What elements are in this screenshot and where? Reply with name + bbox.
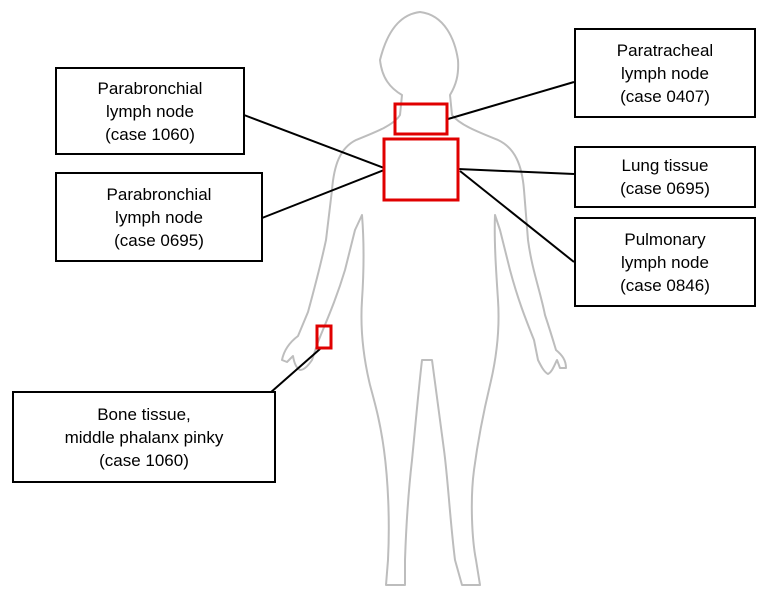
label-pulmonary-0846: Pulmonary lymph node (case 0846) bbox=[574, 217, 756, 307]
label-line: Lung tissue bbox=[622, 154, 709, 177]
connector-parabronchial-0695 bbox=[262, 170, 384, 218]
label-line: lymph node bbox=[115, 206, 203, 229]
label-line: Pulmonary bbox=[624, 228, 705, 251]
label-parabronchial-1060: Parabronchial lymph node (case 1060) bbox=[55, 67, 245, 155]
region-chest bbox=[384, 139, 458, 200]
label-line: Parabronchial bbox=[107, 183, 212, 206]
connector-parabronchial-1060 bbox=[244, 115, 384, 168]
label-line: Parabronchial bbox=[98, 77, 203, 100]
label-line: Paratracheal bbox=[617, 39, 713, 62]
label-line: (case 0695) bbox=[620, 177, 710, 200]
region-paratracheal bbox=[395, 104, 447, 134]
label-line: middle phalanx pinky bbox=[65, 426, 224, 449]
label-line: Bone tissue, bbox=[97, 403, 191, 426]
label-paratracheal-0407: Paratracheal lymph node (case 0407) bbox=[574, 28, 756, 118]
connector-lung-0695 bbox=[458, 169, 574, 174]
label-line: (case 0846) bbox=[620, 274, 710, 297]
label-line: (case 0695) bbox=[114, 229, 204, 252]
label-line: lymph node bbox=[621, 251, 709, 274]
label-line: (case 0407) bbox=[620, 85, 710, 108]
body-outline bbox=[282, 12, 566, 585]
connector-paratracheal-0407 bbox=[448, 82, 574, 119]
label-line: lymph node bbox=[621, 62, 709, 85]
label-lung-0695: Lung tissue (case 0695) bbox=[574, 146, 756, 208]
label-bone-1060: Bone tissue, middle phalanx pinky (case … bbox=[12, 391, 276, 483]
label-line: (case 1060) bbox=[99, 449, 189, 472]
label-line: lymph node bbox=[106, 100, 194, 123]
label-line: (case 1060) bbox=[105, 123, 195, 146]
connector-pulmonary-0846 bbox=[460, 171, 574, 262]
label-parabronchial-0695: Parabronchial lymph node (case 0695) bbox=[55, 172, 263, 262]
connector-bone-1060 bbox=[270, 349, 320, 393]
